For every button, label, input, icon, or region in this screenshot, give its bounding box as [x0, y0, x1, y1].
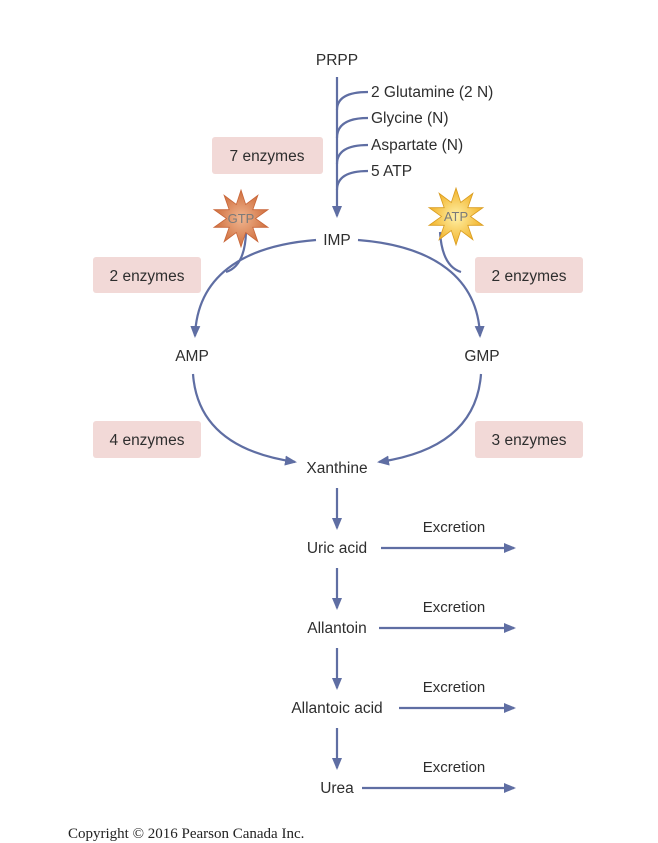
enzyme-label-imp-amp: 2 enzymes: [110, 268, 185, 285]
input-glycine: Glycine (N): [371, 110, 449, 127]
input-atp: 5 ATP: [371, 163, 412, 180]
excretion-label-allantoin: Excretion: [423, 599, 486, 616]
input-aspartate: Aspartate (N): [371, 137, 463, 154]
arrow-imp-to-amp: [190, 238, 317, 338]
atp-burst-icon: [427, 186, 485, 247]
excretion-label-urea: Excretion: [423, 759, 486, 776]
enzyme-box-amp-xanthine: [93, 421, 201, 458]
node-allantoic-acid: Allantoic acid: [291, 700, 382, 717]
enzyme-label-gmp-xanthine: 3 enzymes: [492, 432, 567, 449]
enzyme-box-gmp-xanthine: [475, 421, 583, 458]
enzyme-box-prpp-imp: [212, 137, 323, 174]
arrow-gmp-to-xanthine: [377, 373, 483, 466]
arrow-amp-to-xanthine: [191, 373, 297, 466]
enzyme-box-imp-amp: [93, 257, 201, 293]
node-uric-acid: Uric acid: [307, 540, 367, 557]
node-amp: AMP: [175, 348, 209, 365]
input-curve-aspartate: [335, 143, 369, 165]
enzyme-label-prpp-imp: 7 enzymes: [230, 148, 305, 165]
node-gmp: GMP: [464, 348, 499, 365]
enzyme-label-imp-gmp: 2 enzymes: [492, 268, 567, 285]
input-curve-glycine: [335, 116, 369, 139]
node-xanthine: Xanthine: [306, 460, 367, 477]
gtp-connector: [225, 231, 248, 274]
node-allantoin: Allantoin: [307, 620, 366, 637]
excretion-label-allantoic-acid: Excretion: [423, 679, 486, 696]
input-curve-atp: [335, 169, 369, 191]
node-imp: IMP: [323, 232, 351, 249]
gtp-label: GTP: [228, 211, 255, 226]
enzyme-label-amp-xanthine: 4 enzymes: [110, 432, 185, 449]
gtp-burst-icon: [212, 188, 270, 249]
copyright-notice: Copyright © 2016 Pearson Canada Inc.: [68, 826, 305, 842]
enzyme-box-imp-gmp: [475, 257, 583, 293]
node-prpp: PRPP: [316, 52, 358, 69]
node-urea: Urea: [320, 780, 354, 797]
arrow-imp-to-gmp: [357, 238, 485, 338]
input-glutamine: 2 Glutamine (2 N): [371, 84, 493, 101]
atp-label: ATP: [444, 209, 468, 224]
input-curve-glutamine: [335, 90, 369, 111]
excretion-label-uric-acid: Excretion: [423, 519, 486, 536]
